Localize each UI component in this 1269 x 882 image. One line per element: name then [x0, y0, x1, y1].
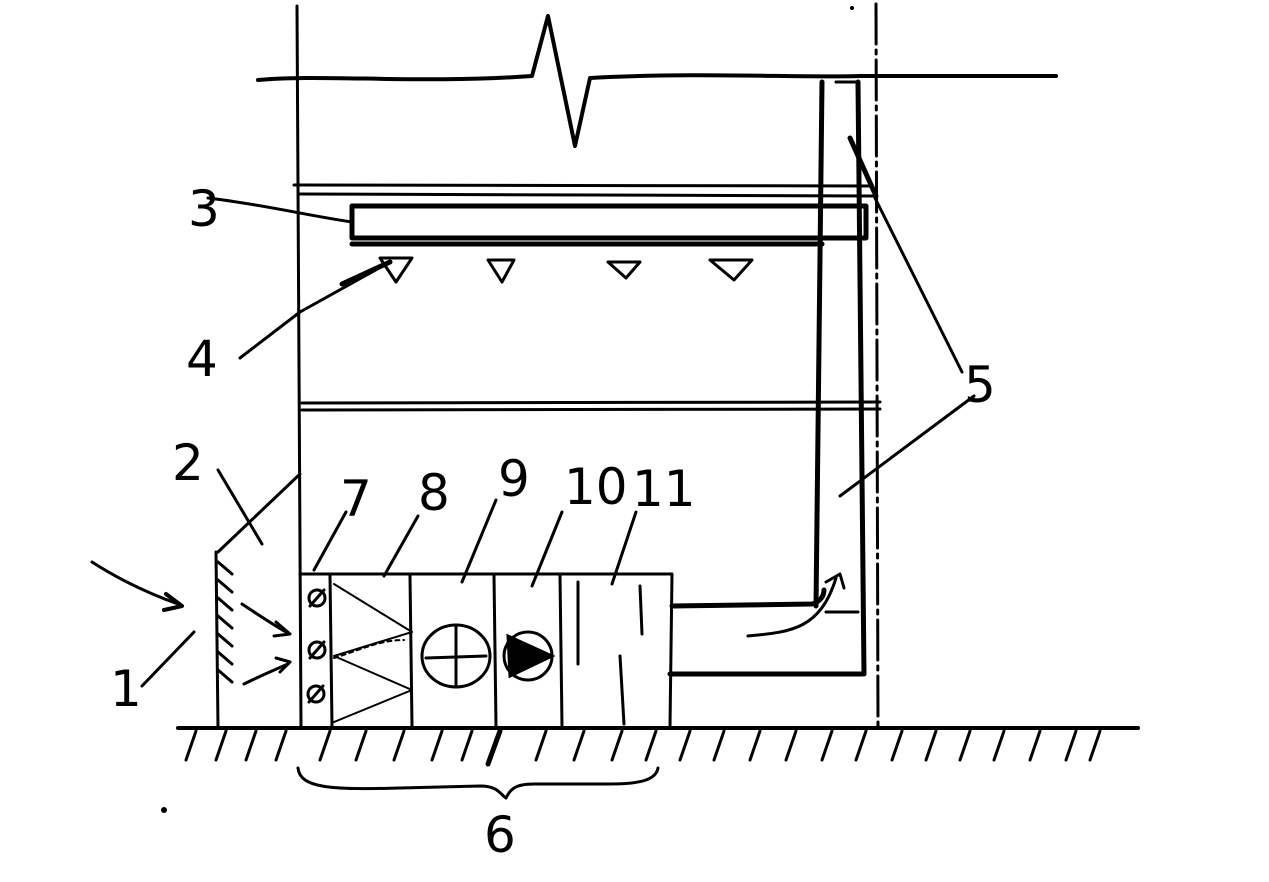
label-3: 3: [188, 180, 220, 238]
label-7: 7: [340, 470, 372, 528]
nozzle: [378, 256, 414, 284]
label-10: 10: [564, 458, 628, 516]
unit-brace: [296, 766, 660, 800]
nozzles: [378, 256, 754, 284]
label-4: 4: [186, 330, 218, 388]
label-11: 11: [632, 460, 696, 518]
fan-section: [420, 623, 492, 689]
pump-section: [502, 630, 556, 682]
roof-break-line: [256, 14, 1058, 148]
nozzle: [708, 258, 754, 282]
label-1: 1: [110, 660, 142, 718]
building-walls: [295, 2, 880, 730]
leader-lines: [140, 135, 976, 688]
speck: [850, 6, 854, 10]
label-9: 9: [498, 450, 530, 508]
incoming-air-arrows: [90, 560, 292, 686]
filter-section: [333, 583, 413, 723]
ground: [176, 726, 1140, 767]
speck: [161, 807, 167, 813]
nozzle: [606, 260, 642, 280]
label-8: 8: [418, 464, 450, 522]
labels: 1 2 3 4 5 6 7 8 9 10 11: [110, 180, 996, 864]
label-6: 6: [484, 806, 516, 864]
distribution-pipe: [349, 203, 869, 247]
label-2: 2: [172, 434, 204, 492]
label-5: 5: [964, 356, 996, 414]
damper-section: [306, 588, 327, 704]
riser-duct: [813, 79, 867, 677]
nozzle: [486, 258, 516, 284]
air-handling-unit: [298, 572, 674, 728]
inlet-grille: [214, 550, 234, 730]
connector-duct: [667, 587, 865, 677]
ceiling-lines: [292, 183, 882, 412]
airflow-arrow-duct: [746, 572, 846, 638]
humidifier-section: [576, 580, 644, 726]
